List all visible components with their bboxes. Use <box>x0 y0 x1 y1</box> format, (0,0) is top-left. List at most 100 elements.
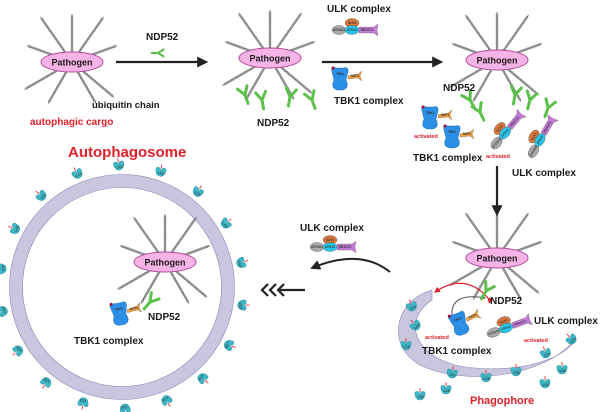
lc3-body <box>0 306 8 318</box>
lc3-body <box>161 395 173 406</box>
ubiquitin-icon <box>109 93 114 97</box>
ndp52-shape <box>543 97 557 118</box>
phagophore-label: Phagophore <box>470 395 534 407</box>
pathogen-label: Pathogen <box>144 258 185 268</box>
ubiquitin-icon <box>112 45 116 49</box>
lc3-icon: LC3 <box>539 346 551 359</box>
ubiquitin-icon <box>534 289 539 293</box>
tbk1-label: TBK1 <box>426 111 435 115</box>
lc3-label: LC3 <box>121 405 128 410</box>
ubiquitin-icon <box>163 215 167 220</box>
lc3-icon: LC3 <box>113 158 124 171</box>
pathogen-label: Pathogen <box>476 56 517 66</box>
lc3-label: LC3 <box>80 398 87 403</box>
lc3-label: LC3 <box>194 190 201 197</box>
pathogen: Pathogen <box>40 51 104 73</box>
lc3-body <box>237 299 247 311</box>
phosphate-icon <box>443 124 447 128</box>
pathogen: Pathogen <box>238 47 302 69</box>
lc3-body <box>510 367 522 377</box>
lc3-label: LC3 <box>43 377 50 384</box>
lc3-label: LC3 <box>449 373 456 378</box>
lc3-label: LC3 <box>569 337 576 344</box>
pathogen-label: Pathogen <box>249 54 290 64</box>
lc3-anchor <box>542 346 546 351</box>
lc3-body <box>0 263 7 275</box>
ndp52-label-phagophore: NDP52 <box>490 296 523 307</box>
lc3-body <box>155 166 167 177</box>
ndp52-label-bound: NDP52 <box>257 118 290 129</box>
ubiquitin-icon <box>133 217 137 222</box>
autophagosome-membrane <box>9 174 235 400</box>
lc3-icon: LC3 <box>556 362 568 375</box>
lc3-anchor <box>42 384 45 389</box>
lc3-icon: LC3 <box>236 256 249 268</box>
ubiquitin-icon <box>70 15 74 20</box>
pathogen: Pathogen <box>465 247 529 269</box>
lc3-label: LC3 <box>514 371 520 375</box>
nap1 <box>347 70 363 82</box>
lc3-body <box>556 365 568 375</box>
rb1cc1 <box>540 114 559 136</box>
pathogen-body <box>238 47 302 69</box>
ndp52-icon <box>254 89 268 111</box>
ubiquitin-icon <box>453 241 457 245</box>
ndp52-icon <box>150 48 165 58</box>
lc3-body <box>400 341 412 351</box>
lc3-anchor <box>244 259 249 263</box>
ubiquitin-icon <box>25 86 29 90</box>
ubiquitin-chain <box>495 210 499 258</box>
lc3-anchor <box>8 225 13 229</box>
ndp52-shape <box>480 280 496 301</box>
lc3-label: LC3 <box>239 303 243 309</box>
ubiquitin-icon <box>100 17 104 22</box>
ndp52-shape <box>509 84 523 106</box>
ubiquitin-icon <box>525 213 529 218</box>
pathogen-body <box>133 251 197 273</box>
lc3-label: LC3 <box>1 265 5 271</box>
activated-label-tbk1: activated <box>414 134 438 140</box>
atg101-label: ATG101 <box>488 328 501 336</box>
lc3-icon: LC3 <box>480 370 492 383</box>
lc3-label: LC3 <box>224 342 230 349</box>
atg13-label: ATG13 <box>325 245 335 249</box>
ndp52-shape <box>284 86 298 108</box>
ubiquitin-icon <box>525 15 529 20</box>
atg101-label: ATG101 <box>311 245 323 249</box>
lc3-label: LC3 <box>418 395 424 399</box>
ubiquitin-icon <box>121 245 125 249</box>
phosphate-icon <box>109 302 113 306</box>
rb1cc1 <box>358 23 379 37</box>
ndp52-label-free: NDP52 <box>146 32 179 43</box>
tbk1-label: TBK1 <box>453 316 462 323</box>
ulk-complex-label-top: ULK complex <box>327 4 391 15</box>
ndp52-shape <box>142 291 161 311</box>
rb1cc1-label: RB1CC1 <box>361 28 374 32</box>
tbk1-complex-label-autophagosome: TBK1 complex <box>74 336 144 347</box>
lc3-label: LC3 <box>444 389 450 393</box>
lc3-label: LC3 <box>484 377 490 381</box>
ubiquitin-icon <box>92 98 96 103</box>
pathogen-label: Pathogen <box>51 58 92 68</box>
ndp52-icon <box>303 89 317 110</box>
phosphate-icon <box>447 314 451 318</box>
ubiquitin-icon <box>238 13 242 18</box>
lc3-body <box>480 373 492 383</box>
ubiquitin-chain <box>71 61 115 98</box>
rb1cc1-label: RB1CC1 <box>543 120 553 133</box>
ndp52-shape <box>236 84 250 105</box>
nap1 <box>459 128 475 140</box>
lc3-anchor <box>408 299 412 304</box>
nap1 <box>465 308 482 322</box>
lc3-icon: LC3 <box>40 377 52 389</box>
lc3-label: LC3 <box>1 306 7 313</box>
lc3-body <box>409 319 421 331</box>
activated-label-phagophore-tbk1: activated <box>425 335 449 341</box>
nap1-label: NAP1 <box>351 74 360 78</box>
pathogen-body <box>465 49 529 71</box>
atg13-label: ATG13 <box>501 324 512 331</box>
ulk-complex-label-step3: ULK complex <box>512 168 576 179</box>
